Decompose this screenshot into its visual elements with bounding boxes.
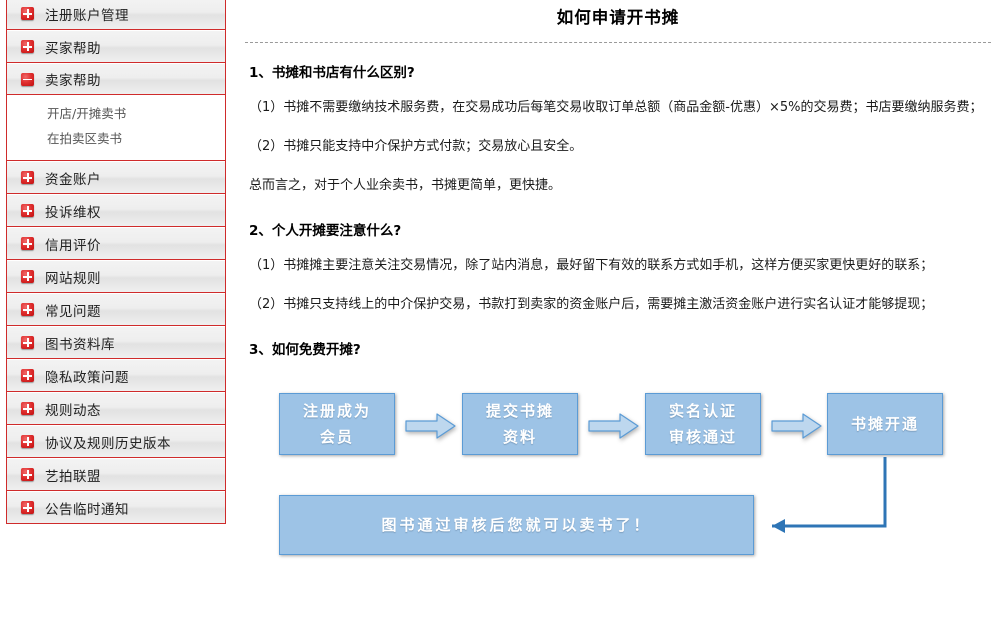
sidebar-group-header[interactable]: 注册账户管理 xyxy=(7,0,225,29)
sidebar-group-header[interactable]: 买家帮助 xyxy=(7,30,225,62)
sidebar-group: 网站规则 xyxy=(7,260,225,293)
sidebar-group-header[interactable]: 网站规则 xyxy=(7,260,225,292)
sidebar-group-label: 公告临时通知 xyxy=(45,501,129,518)
sidebar-group-header[interactable]: 图书资料库 xyxy=(7,326,225,358)
sidebar-group-label: 协议及规则历史版本 xyxy=(45,435,171,452)
sidebar-group-header[interactable]: 艺拍联盟 xyxy=(7,458,225,490)
sidebar-group-header[interactable]: 规则动态 xyxy=(7,392,225,424)
sidebar-group-label: 常见问题 xyxy=(45,303,101,320)
paragraph-2-2: （2）书摊只支持线上的中介保护交易，书款打到卖家的资金账户后，需要摊主激活资金账… xyxy=(249,297,934,312)
sidebar-group-header[interactable]: 资金账户 xyxy=(7,161,225,193)
plus-icon[interactable] xyxy=(21,270,34,283)
sidebar-group-label: 网站规则 xyxy=(45,270,101,287)
plus-icon[interactable] xyxy=(21,40,34,53)
sidebar-group-header[interactable]: 投诉维权 xyxy=(7,194,225,226)
plus-icon[interactable] xyxy=(21,204,34,217)
paragraph-1-1: （1）书摊不需要缴纳技术服务费，在交易成功后每笔交易收取订单总额（商品金额-优惠… xyxy=(249,100,983,115)
main-content: 如何申请开书摊 1、书摊和书店有什么区别? （1）书摊不需要缴纳技术服务费，在交… xyxy=(245,0,991,643)
sidebar-group: 图书资料库 xyxy=(7,326,225,359)
connector-elbow-left-icon xyxy=(772,457,887,533)
sidebar-group-header[interactable]: 隐私政策问题 xyxy=(7,359,225,391)
sidebar-group-header[interactable]: 信用评价 xyxy=(7,227,225,259)
sidebar-group: 注册账户管理 xyxy=(7,0,225,30)
sidebar-group: 投诉维权 xyxy=(7,194,225,227)
arrow-right-2-icon xyxy=(588,413,639,439)
paragraph-1-2: （2）书摊只能支持中介保护方式付款；交易放心且安全。 xyxy=(249,139,583,154)
sidebar-group: 信用评价 xyxy=(7,227,225,260)
sidebar-subitem[interactable]: 在拍卖区卖书 xyxy=(47,131,123,146)
sidebar-group: 卖家帮助开店/开摊卖书在拍卖区卖书 xyxy=(7,63,225,161)
sidebar-group-header[interactable]: 常见问题 xyxy=(7,293,225,325)
sidebar-group-label: 卖家帮助 xyxy=(45,73,101,89)
flow-box-step3: 实名认证审核通过 xyxy=(645,393,761,455)
paragraph-1-3: 总而言之，对于个人业余卖书，书摊更简单，更快捷。 xyxy=(249,178,562,193)
sidebar-subitem[interactable]: 开店/开摊卖书 xyxy=(47,106,127,121)
plus-icon[interactable] xyxy=(21,237,34,250)
plus-icon[interactable] xyxy=(21,303,34,316)
sidebar-group-label: 投诉维权 xyxy=(45,204,101,221)
flow-box-result: 图书通过审核后您就可以卖书了！ xyxy=(279,495,754,555)
page-title: 如何申请开书摊 xyxy=(556,8,680,27)
flow-box-step4: 书摊开通 xyxy=(827,393,943,455)
title-divider xyxy=(245,42,991,43)
paragraph-2-1: （1）书摊摊主要注意关注交易情况，除了站内消息，最好留下有效的联系方式如手机，这… xyxy=(249,258,934,273)
flow-box-step2: 提交书摊资料 xyxy=(462,393,578,455)
sidebar-group-label: 资金账户 xyxy=(45,171,101,188)
sidebar-group-label: 注册账户管理 xyxy=(45,7,129,24)
sidebar-group-header[interactable]: 卖家帮助 xyxy=(7,63,225,95)
sidebar-group: 规则动态 xyxy=(7,392,225,425)
sidebar-group: 常见问题 xyxy=(7,293,225,326)
plus-icon[interactable] xyxy=(21,369,34,382)
plus-icon[interactable] xyxy=(21,171,34,184)
sidebar-group-header[interactable]: 公告临时通知 xyxy=(7,491,225,523)
sidebar-group: 艺拍联盟 xyxy=(7,458,225,491)
sidebar-group: 资金账户 xyxy=(7,161,225,194)
sidebar-group-label: 图书资料库 xyxy=(45,336,115,353)
plus-icon[interactable] xyxy=(21,468,34,481)
arrow-right-1-icon xyxy=(405,413,456,439)
minus-icon[interactable] xyxy=(21,72,34,86)
sidebar-group-label: 艺拍联盟 xyxy=(45,468,101,485)
sidebar-group-label: 买家帮助 xyxy=(45,40,101,57)
flow-box-step1: 注册成为会员 xyxy=(279,393,395,455)
plus-icon[interactable] xyxy=(21,336,34,349)
sidebar-group-header[interactable]: 协议及规则历史版本 xyxy=(7,425,225,457)
sidebar-group-label: 隐私政策问题 xyxy=(45,369,129,386)
plus-icon[interactable] xyxy=(21,435,34,448)
sidebar-group: 隐私政策问题 xyxy=(7,359,225,392)
signup-flowchart: 注册成为会员 提交书摊资料 实名认证审核通过 书摊开通 xyxy=(249,371,991,571)
question-heading-3: 3、如何免费开摊? xyxy=(249,342,361,358)
plus-icon[interactable] xyxy=(21,501,34,514)
plus-icon[interactable] xyxy=(21,402,34,415)
plus-icon[interactable] xyxy=(21,7,34,20)
sidebar-group: 协议及规则历史版本 xyxy=(7,425,225,458)
question-heading-2: 2、个人开摊要注意什么? xyxy=(249,223,402,239)
sidebar-subitem-list: 开店/开摊卖书在拍卖区卖书 xyxy=(7,95,225,160)
sidebar-group-label: 信用评价 xyxy=(45,237,101,254)
question-heading-1: 1、书摊和书店有什么区别? xyxy=(249,65,415,81)
sidebar-nav: 注册账户管理买家帮助卖家帮助开店/开摊卖书在拍卖区卖书资金账户投诉维权信用评价网… xyxy=(6,0,226,524)
sidebar-group: 公告临时通知 xyxy=(7,491,225,523)
sidebar-group: 买家帮助 xyxy=(7,30,225,63)
arrow-right-3-icon xyxy=(771,413,822,439)
sidebar-group-label: 规则动态 xyxy=(45,402,101,419)
article-body: 1、书摊和书店有什么区别? （1）书摊不需要缴纳技术服务费，在交易成功后每笔交易… xyxy=(245,62,991,571)
